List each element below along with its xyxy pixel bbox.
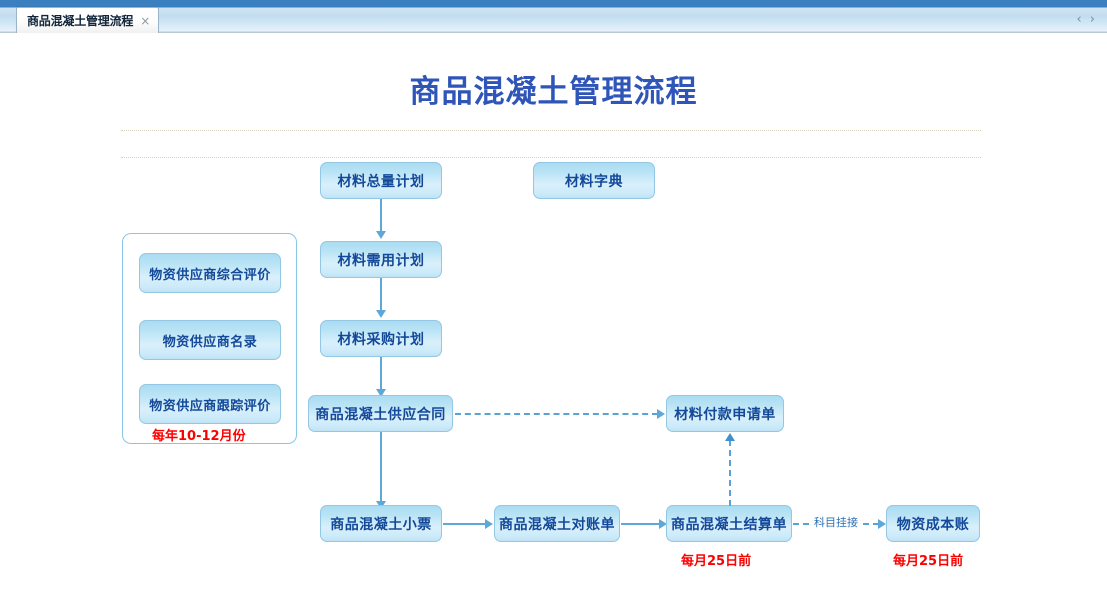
arrowhead-contract-to-payment-icon [657, 409, 665, 419]
arrowhead-settlement-to-cost-ledger-icon [878, 519, 886, 529]
arrowhead-total-to-demand-icon [376, 231, 386, 239]
divider-bottom [121, 157, 981, 158]
node-material-purchase-plan[interactable]: 材料采购计划 [320, 320, 442, 357]
connector-ticket-to-reconciliation [443, 523, 486, 525]
browser-tab[interactable]: 商品混凝土管理流程 × [16, 7, 160, 33]
edge-label-account-linkage: 科目挂接 [812, 514, 860, 530]
connector-contract-to-ticket [380, 432, 382, 502]
connector-settlement-to-payment [729, 440, 731, 506]
connector-purchase-to-contract [380, 357, 382, 390]
vendor-panel-note: 每年10-12月份 [152, 429, 246, 444]
arrowhead-purchase-to-contract-icon [376, 389, 386, 397]
arrowhead-reconciliation-to-settlement-icon [659, 519, 667, 529]
arrowhead-demand-to-purchase-icon [376, 310, 386, 318]
browser-tab-title: 商品混凝土管理流程 [27, 14, 134, 28]
node-vendor-directory[interactable]: 物资供应商名录 [139, 320, 281, 360]
node-concrete-supply-contract[interactable]: 商品混凝土供应合同 [308, 395, 453, 432]
connector-reconciliation-to-settlement [621, 523, 661, 525]
node-concrete-settlement[interactable]: 商品混凝土结算单 [666, 505, 792, 542]
node-vendor-tracking-evaluation[interactable]: 物资供应商跟踪评价 [139, 384, 281, 424]
node-concrete-ticket[interactable]: 商品混凝土小票 [320, 505, 442, 542]
node-material-payment-request[interactable]: 材料付款申请单 [666, 395, 784, 432]
node-material-dictionary[interactable]: 材料字典 [533, 162, 655, 199]
node-concrete-reconciliation[interactable]: 商品混凝土对账单 [494, 505, 620, 542]
connector-demand-to-purchase [380, 278, 382, 311]
tab-scroll-arrows-icon[interactable]: ‹ › [1076, 12, 1097, 27]
node-material-total-plan[interactable]: 材料总量计划 [320, 162, 442, 199]
note-cost-ledger-deadline: 每月25日前 [893, 554, 964, 569]
connector-total-to-demand [380, 199, 382, 232]
divider-top [121, 130, 981, 131]
node-vendor-overall-evaluation[interactable]: 物资供应商综合评价 [139, 253, 281, 293]
node-material-cost-ledger[interactable]: 物资成本账 [886, 505, 980, 542]
browser-tab-bar: 商品混凝土管理流程 × ‹ › [0, 0, 1107, 33]
node-material-demand-plan[interactable]: 材料需用计划 [320, 241, 442, 278]
arrowhead-settlement-to-payment-icon [725, 433, 735, 441]
close-icon[interactable]: × [140, 13, 151, 28]
connector-contract-to-payment [455, 413, 658, 415]
page-title: 商品混凝土管理流程 [409, 74, 698, 110]
note-settlement-deadline: 每月25日前 [681, 554, 752, 569]
arrowhead-ticket-to-reconciliation-icon [485, 519, 493, 529]
